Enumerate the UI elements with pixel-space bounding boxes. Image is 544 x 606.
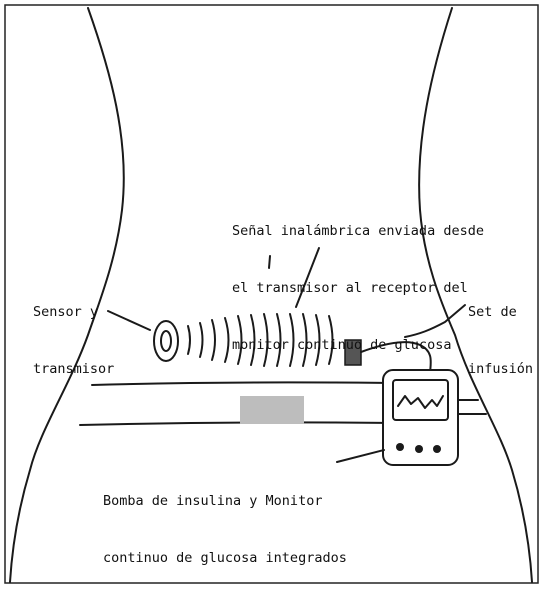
belt-patch: [240, 396, 304, 424]
infusion-label: Set de infusión: [468, 265, 533, 417]
sensor-outer: [154, 321, 178, 361]
signal-label-line-2: el transmisor al receptor del: [232, 279, 484, 298]
signal-label: Señal inalámbrica enviada desde el trans…: [232, 184, 484, 393]
signal-label-line-1: Señal inalámbrica enviada desde: [232, 222, 484, 241]
pump-label-line-2: continuo de glucosa integrados: [103, 549, 347, 568]
pump-button-right: [433, 445, 441, 453]
pump-label-line-1: Bomba de insulina y Monitor: [103, 492, 347, 511]
diagram-canvas: Señal inalámbrica enviada desde el trans…: [0, 0, 544, 589]
sensor-leader-line: [108, 311, 150, 330]
sensor-label: Sensor y transmisor: [33, 265, 114, 417]
infusion-label-line-2: infusión: [468, 360, 533, 379]
signal-label-line-3: monitor continuo de glucosa: [232, 336, 484, 355]
sensor-label-line-1: Sensor y: [33, 303, 114, 322]
pump-button-middle: [415, 445, 423, 453]
sensor-label-line-2: transmisor: [33, 360, 114, 379]
belt-bottom-edge: [80, 422, 388, 425]
pump-label: Bomba de insulina y Monitor continuo de …: [103, 454, 347, 606]
pump-button-left: [396, 443, 404, 451]
infusion-label-line-1: Set de: [468, 303, 533, 322]
sensor-inner: [161, 331, 171, 351]
